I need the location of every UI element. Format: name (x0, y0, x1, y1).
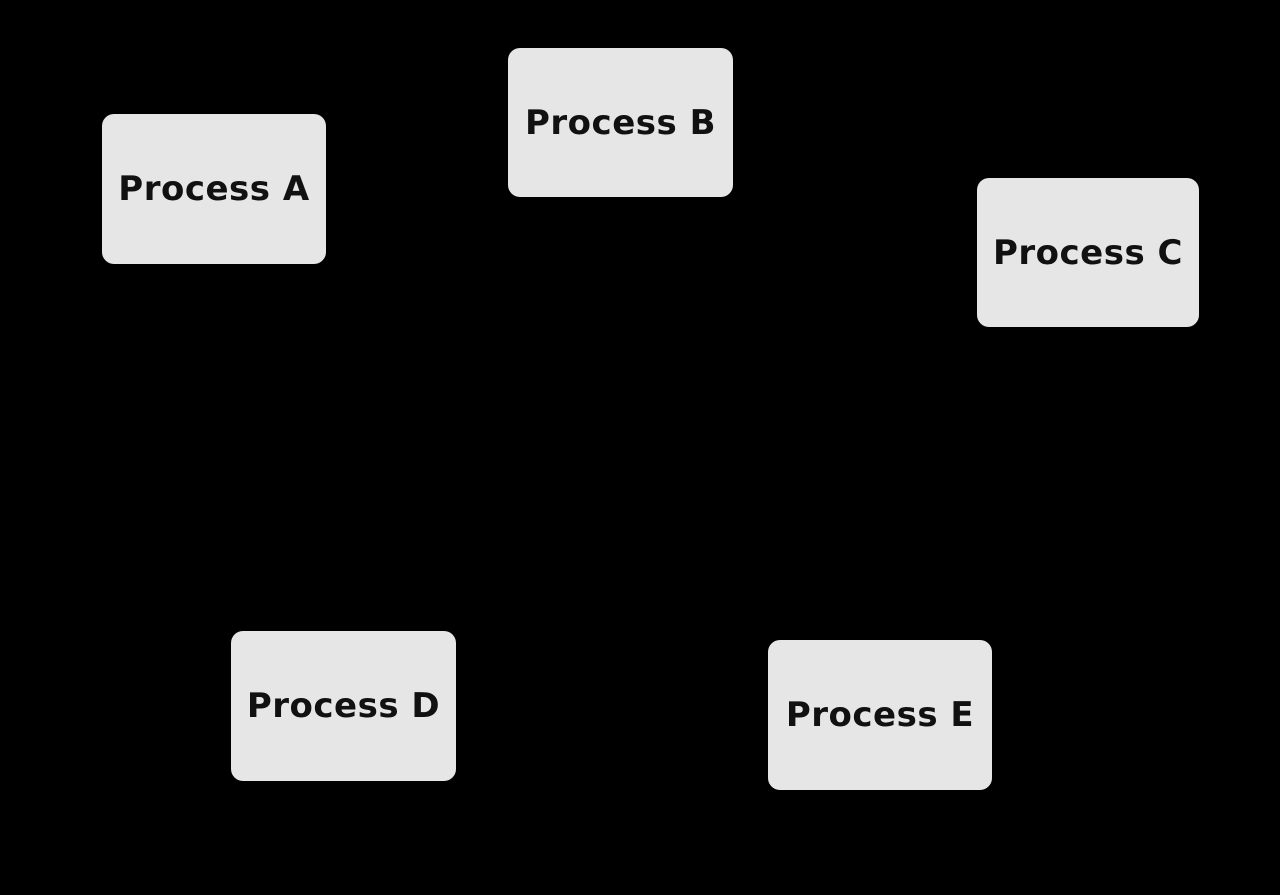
node-process-a[interactable]: Process A (102, 114, 326, 264)
node-process-c[interactable]: Process C (977, 178, 1199, 327)
node-process-e-label: Process E (785, 695, 975, 735)
node-process-b-label: Process B (525, 102, 716, 143)
node-process-c-label: Process C (992, 232, 1184, 273)
node-process-e[interactable]: Process E (768, 640, 992, 790)
node-process-a-label: Process A (118, 169, 310, 209)
node-process-d[interactable]: Process D (231, 631, 456, 781)
node-process-b[interactable]: Process B (508, 48, 733, 197)
node-process-d-label: Process D (246, 686, 441, 726)
